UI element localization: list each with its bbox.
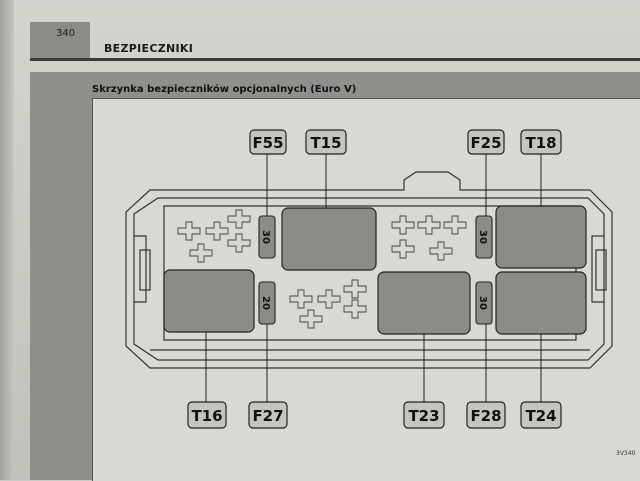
label-f55: F55 [249,129,287,155]
relay-t15 [281,207,377,271]
label-f27: F27 [248,401,288,429]
page-edge [0,0,14,480]
fuse-f28-rating: 30 [477,296,488,310]
svg-text:F27: F27 [252,407,283,425]
fuse-f55: 30 [258,215,276,259]
label-t23: T23 [403,401,445,429]
relay-t23 [377,271,471,335]
fuse-f25: 30 [475,215,493,259]
svg-text:T23: T23 [408,407,439,425]
label-f25: F25 [467,129,505,155]
fuse-f28: 30 [475,281,493,325]
leader-lines [205,154,542,402]
fuses: 30 20 30 30 [258,215,493,325]
label-t24: T24 [520,401,562,429]
callouts: F55 T15 F25 T18 T16 F27 [187,129,562,429]
svg-text:T18: T18 [525,134,556,152]
label-f28: F28 [466,401,506,429]
empty-slots [177,209,467,329]
page-number-block [30,22,90,58]
svg-text:F28: F28 [470,407,501,425]
svg-text:T15: T15 [310,134,341,152]
fuse-f27: 20 [258,281,276,325]
section-title: BEZPIECZNIKI [104,42,194,55]
header-rule [30,58,640,61]
fuse-f25-rating: 30 [477,230,488,244]
label-t15: T15 [305,129,347,155]
relays [163,205,587,335]
svg-text:F25: F25 [470,134,501,152]
corner-code: 3V340 [616,450,636,457]
label-t18: T18 [520,129,562,155]
label-t16: T16 [187,401,227,429]
svg-text:T24: T24 [525,407,556,425]
diagram-title: Skrzynka bezpieczników opcjonalnych (Eur… [92,84,357,95]
relay-t24 [495,271,587,335]
svg-text:F55: F55 [252,134,283,152]
relay-t16 [163,269,255,333]
svg-text:T16: T16 [191,407,222,425]
fuse-f27-rating: 20 [260,296,271,310]
page-number: 340 [56,28,76,39]
relay-t18 [495,205,587,269]
fuse-f55-rating: 30 [260,230,271,244]
